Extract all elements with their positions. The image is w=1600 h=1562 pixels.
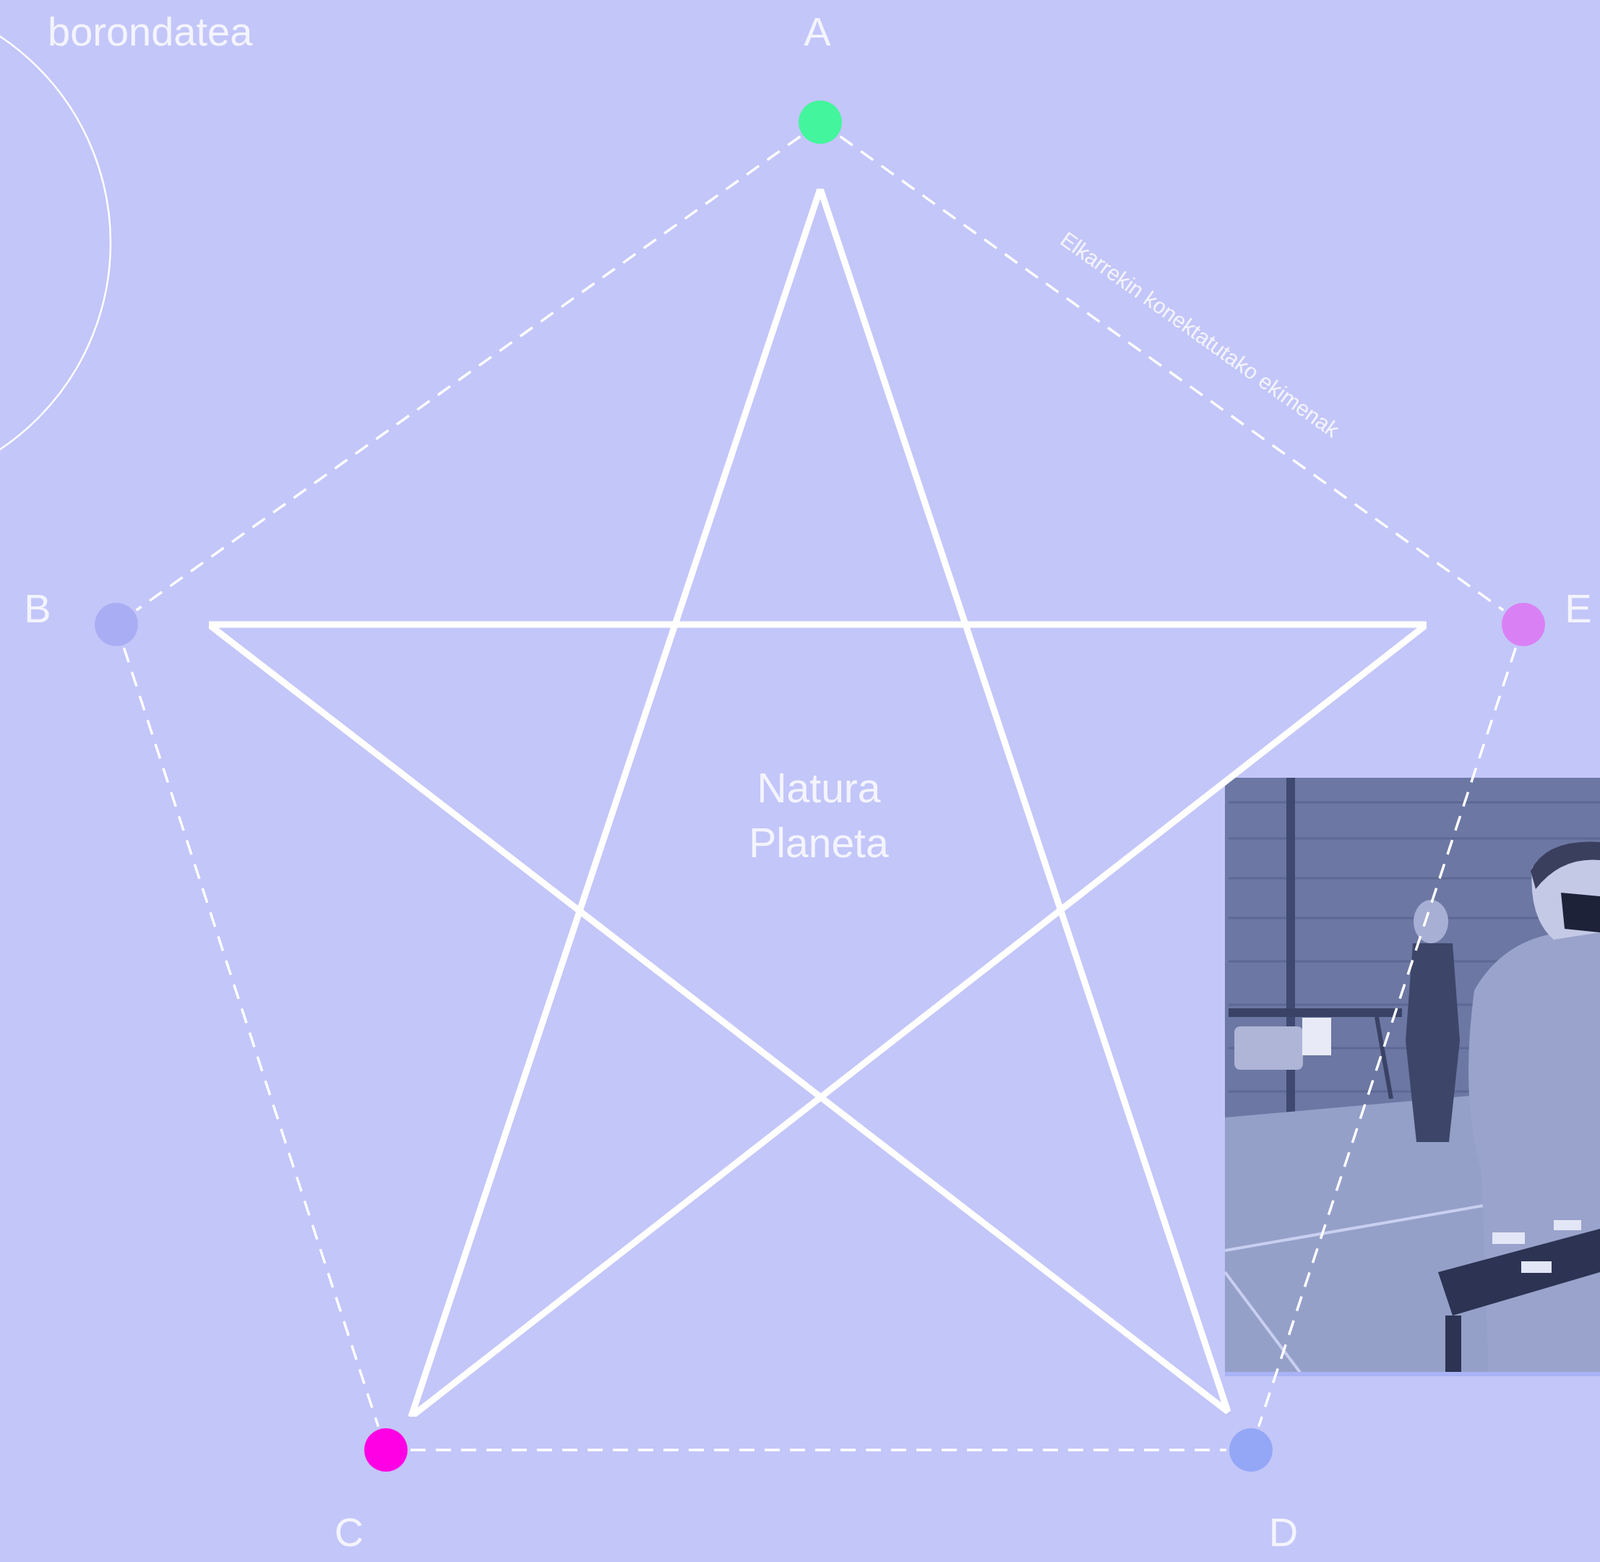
dashed-connector bbox=[1258, 647, 1517, 1426]
photo-front-table-leg bbox=[1445, 1315, 1462, 1374]
vertex-dot: D bbox=[1229, 1428, 1273, 1472]
vertex-dot: E bbox=[1501, 602, 1546, 647]
edge-label: Elkarrekin konektatutako ekimenak bbox=[1056, 227, 1343, 441]
photo-border bbox=[1224, 1371, 1600, 1376]
vertex-letter: E bbox=[1564, 588, 1592, 629]
photo-ground bbox=[1224, 777, 1600, 1374]
vertex-letter: D bbox=[1269, 1511, 1298, 1553]
star-line bbox=[208, 188, 1427, 1417]
photo-front-table bbox=[1438, 1228, 1600, 1316]
dashed-connector bbox=[410, 1448, 1227, 1452]
photo-floor-line bbox=[1224, 1271, 1301, 1374]
photo-card bbox=[1553, 1219, 1582, 1230]
vertex-letter: C bbox=[334, 1511, 364, 1553]
photo-man-hair bbox=[1530, 841, 1600, 890]
arc-decoration bbox=[0, 0, 111, 491]
photo-sign bbox=[1302, 1017, 1332, 1056]
vertex-letter: B bbox=[23, 588, 51, 629]
vertex-letter: A bbox=[803, 11, 831, 53]
center-label: Natura Planeta bbox=[728, 760, 910, 871]
photo-bin bbox=[1234, 1026, 1303, 1070]
photo-card bbox=[1521, 1261, 1552, 1273]
photo-person-body bbox=[1405, 943, 1460, 1142]
vertex-dot: C bbox=[364, 1428, 408, 1472]
photo-card bbox=[1492, 1232, 1525, 1244]
photo-table-leg bbox=[1376, 1016, 1392, 1099]
photo-person-head bbox=[1413, 899, 1449, 944]
vertex-dot: B bbox=[94, 602, 139, 647]
photo-man-shirt bbox=[1468, 932, 1600, 1374]
vertex-dot: A bbox=[798, 100, 842, 144]
dashed-connector bbox=[124, 647, 379, 1426]
photo bbox=[1224, 777, 1600, 1376]
photo-man-mask bbox=[1560, 892, 1600, 933]
photo-table bbox=[1228, 1008, 1402, 1017]
corner-label: borondatea bbox=[47, 11, 253, 53]
